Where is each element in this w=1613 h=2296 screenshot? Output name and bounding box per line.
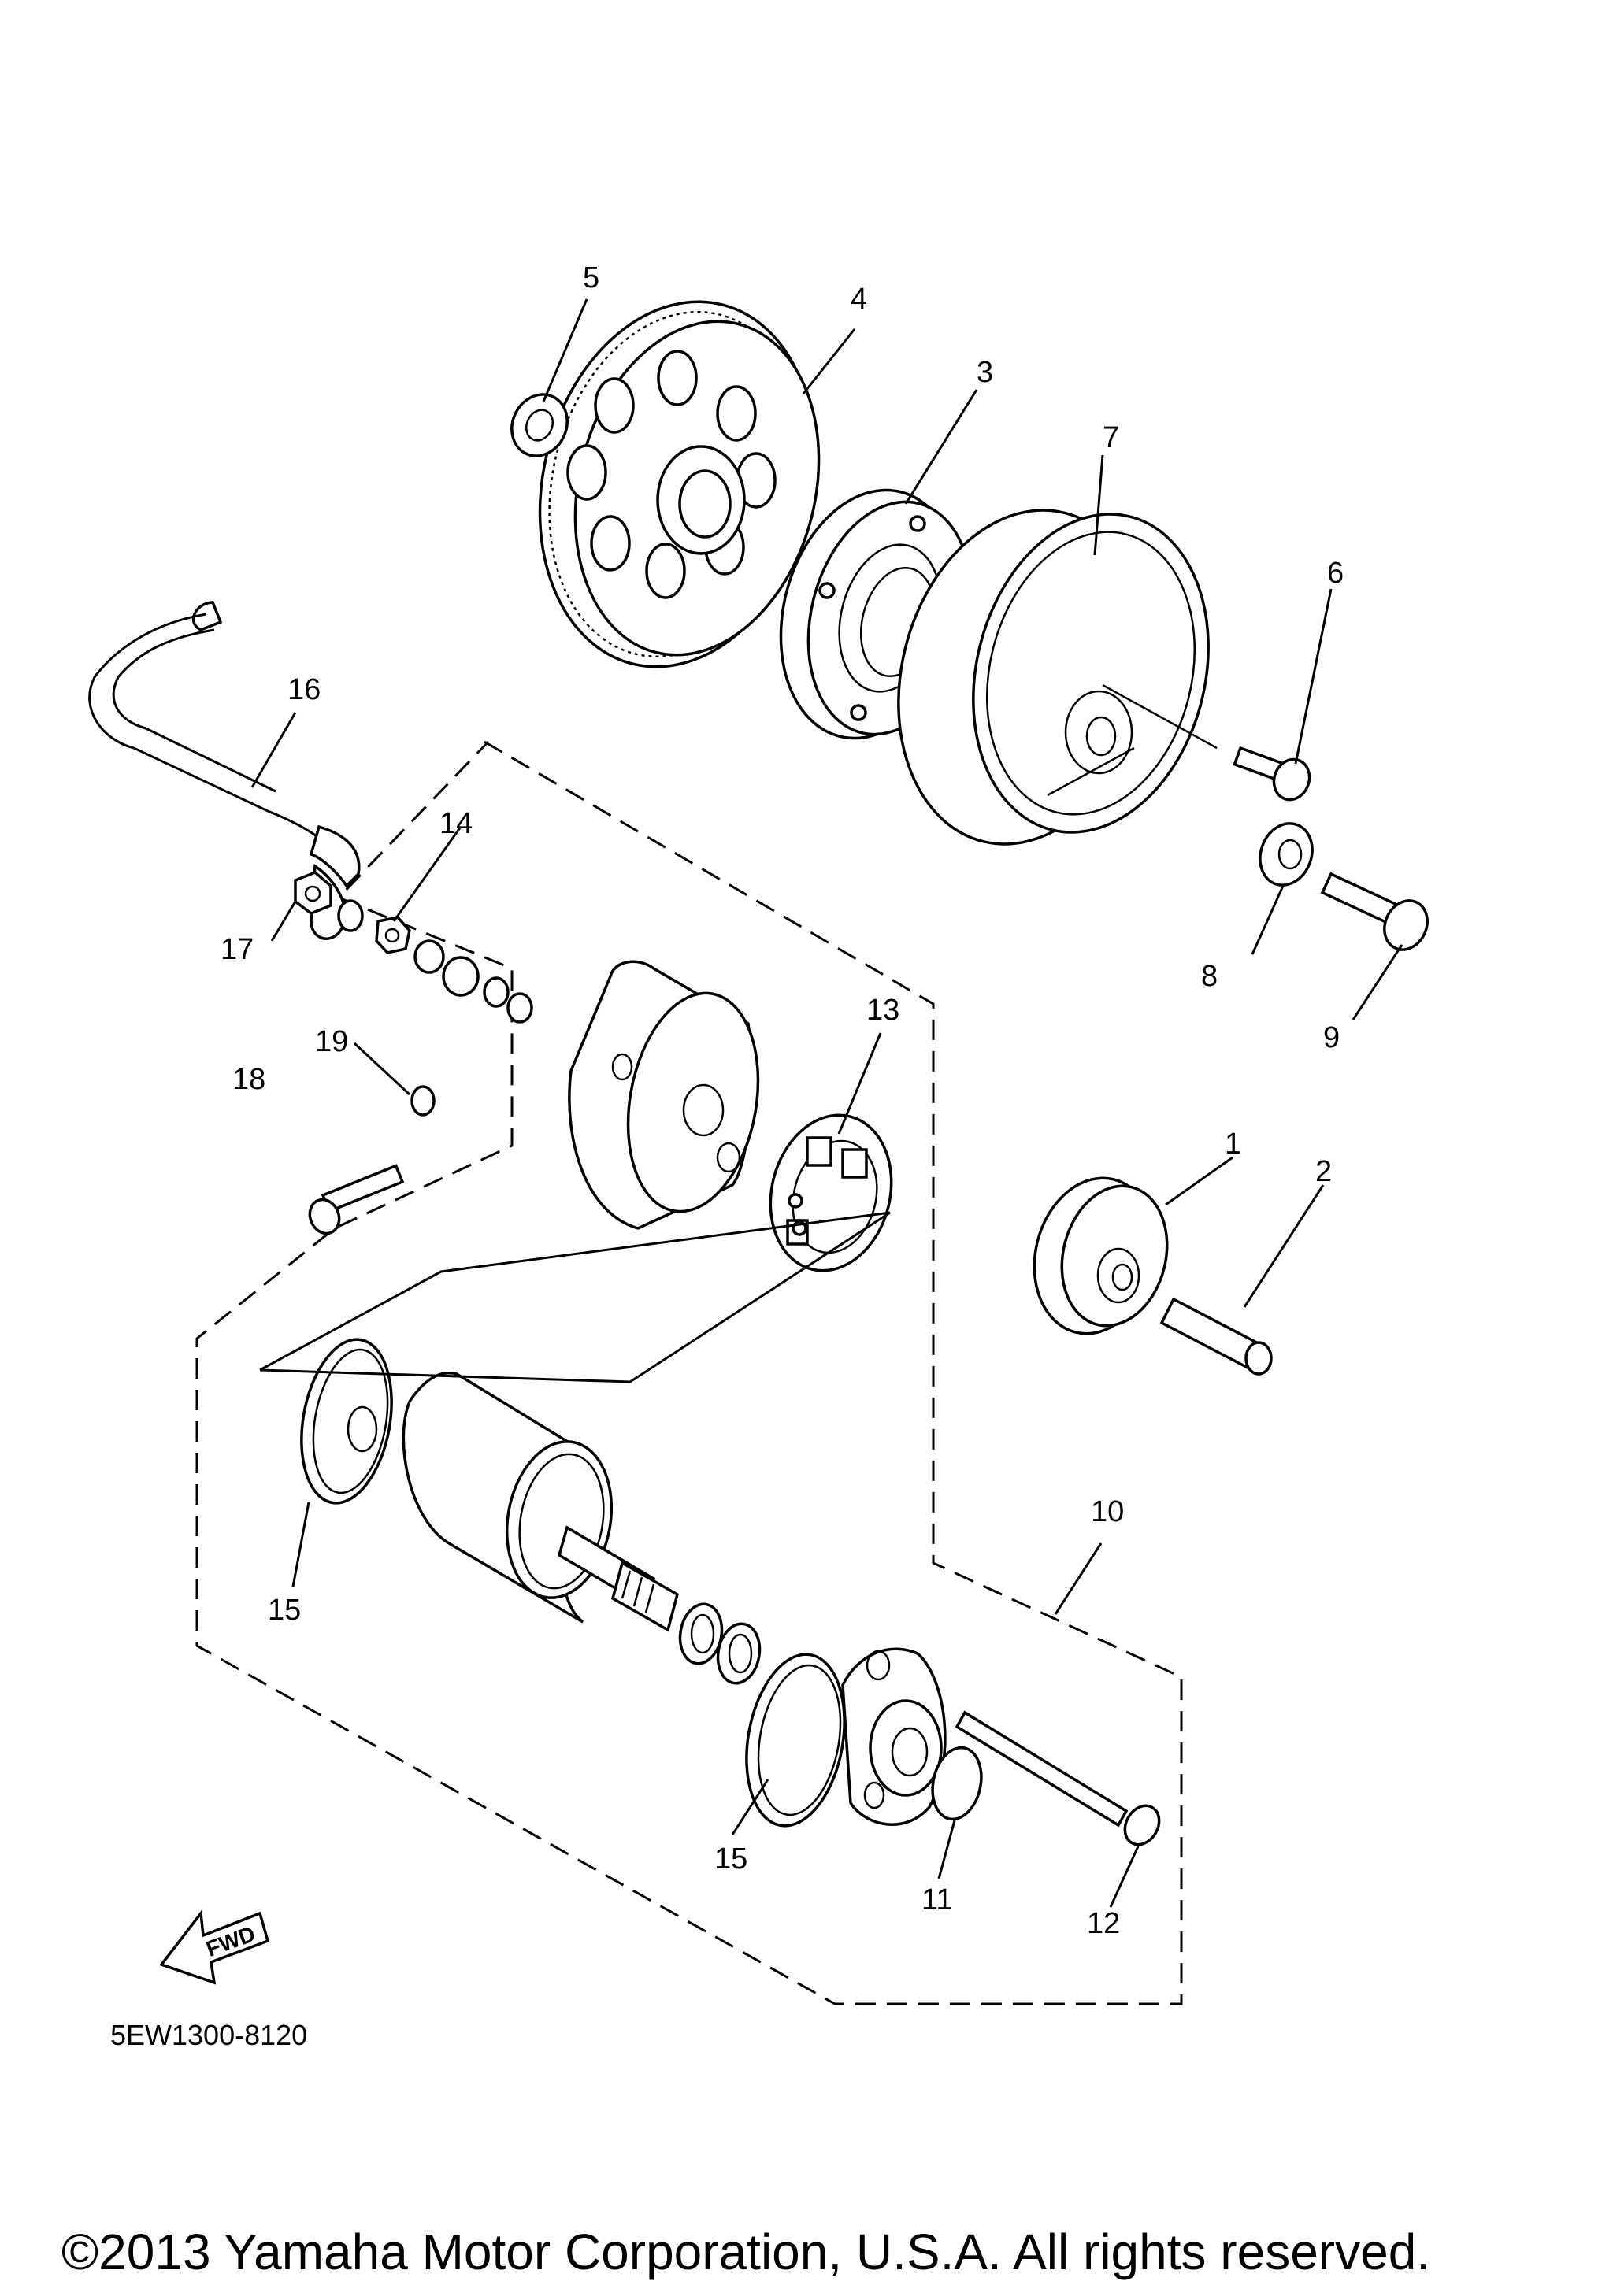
brush-assembly-outline — [259, 1211, 891, 1383]
leader-lines — [250, 298, 1403, 1908]
washer-8 — [1259, 822, 1314, 887]
callout-5: 5 — [583, 261, 599, 294]
callout-12: 12 — [1087, 1907, 1120, 1940]
through-bolt-12 — [955, 1710, 1161, 1846]
callout-8: 8 — [1201, 960, 1218, 993]
diagram-code: 5EW1300-8120 — [110, 2019, 307, 2051]
idler-shaft — [1159, 1297, 1273, 1376]
o-ring-15-upper — [300, 1338, 393, 1505]
callout-15-lower: 15 — [714, 1842, 747, 1876]
starter-motor-assembly-outline — [195, 740, 1183, 2005]
bolt-9 — [1320, 872, 1429, 951]
bolt-18 — [308, 1164, 405, 1235]
starter-yoke-armature — [347, 1372, 680, 1632]
callout-17: 17 — [221, 933, 254, 966]
callout-9: 9 — [1323, 1021, 1340, 1054]
o-ring-11 — [931, 1746, 983, 1821]
callout-11: 11 — [921, 1883, 952, 1916]
callout-16: 16 — [287, 673, 321, 706]
flywheel-rotor — [897, 509, 1218, 846]
starter-front-cover — [745, 1647, 947, 1828]
callout-15-upper: 15 — [268, 1594, 301, 1627]
fwd-arrow-icon: FWD — [159, 1909, 270, 1985]
starter-clutch-gear — [538, 300, 821, 668]
callout-7: 7 — [1103, 421, 1119, 454]
callout-10: 10 — [1091, 1495, 1124, 1528]
callout-2: 2 — [1315, 1155, 1332, 1188]
callout-3: 3 — [977, 356, 993, 389]
callout-19: 19 — [315, 1025, 348, 1058]
callout-1: 1 — [1225, 1128, 1241, 1161]
copyright-notice: ©2013 Yamaha Motor Corporation, U.S.A. A… — [61, 2224, 1430, 2280]
washer-5 — [510, 393, 569, 457]
callout-4: 4 — [851, 283, 867, 316]
callout-labels: 1 2 3 4 5 6 7 8 9 10 11 12 13 14 15 15 1… — [221, 261, 1344, 1940]
washer-19 — [410, 1085, 436, 1117]
bolt-6 — [1233, 746, 1311, 802]
idler-gear — [1033, 1176, 1169, 1335]
callout-13: 13 — [866, 994, 899, 1027]
shaft-washers — [678, 1602, 762, 1685]
starter-rear-cover — [568, 960, 760, 1230]
washer-set-14 — [375, 916, 533, 1024]
callout-14: 14 — [439, 807, 473, 840]
brush-holder — [769, 1113, 893, 1272]
callout-6: 6 — [1327, 557, 1344, 590]
callout-18: 18 — [232, 1063, 265, 1096]
